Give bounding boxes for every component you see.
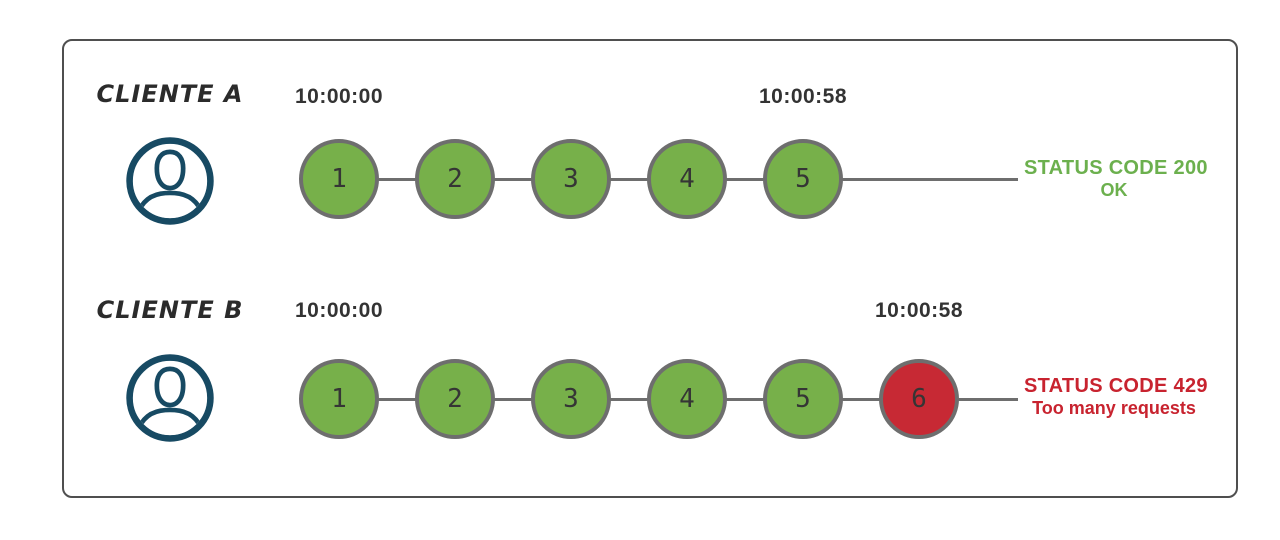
request-circle-2-ok: 2 [415, 359, 495, 439]
client-b-label: CLIENTE B [96, 296, 244, 324]
request-circle-6-blocked: 6 [879, 359, 959, 439]
request-circle-2-ok: 2 [415, 139, 495, 219]
request-circle-4-ok: 4 [647, 139, 727, 219]
end-time-label: 10:00:58 [874, 299, 964, 322]
start-time-label: 10:00:00 [294, 85, 384, 108]
end-time-label: 10:00:58 [758, 85, 848, 108]
user-avatar-icon [123, 134, 217, 228]
request-circle-5-ok: 5 [763, 139, 843, 219]
status-text: STATUS CODE 200 OK [1024, 157, 1208, 201]
status-message-text: OK [1100, 180, 1128, 200]
client-a-label: CLIENTE A [96, 80, 244, 108]
diagram-frame [62, 39, 1238, 498]
status-text: STATUS CODE 429 Too many requests [1024, 375, 1208, 419]
start-time-label: 10:00:00 [294, 299, 384, 322]
status-message-text: Too many requests [1032, 398, 1196, 418]
request-circle-1-ok: 1 [299, 139, 379, 219]
request-circle-3-ok: 3 [531, 359, 611, 439]
status-code-text: STATUS CODE 200 [1024, 157, 1208, 179]
user-avatar-icon [123, 351, 217, 445]
request-circle-4-ok: 4 [647, 359, 727, 439]
request-circle-1-ok: 1 [299, 359, 379, 439]
request-circle-3-ok: 3 [531, 139, 611, 219]
request-circle-5-ok: 5 [763, 359, 843, 439]
status-code-text: STATUS CODE 429 [1024, 375, 1208, 397]
